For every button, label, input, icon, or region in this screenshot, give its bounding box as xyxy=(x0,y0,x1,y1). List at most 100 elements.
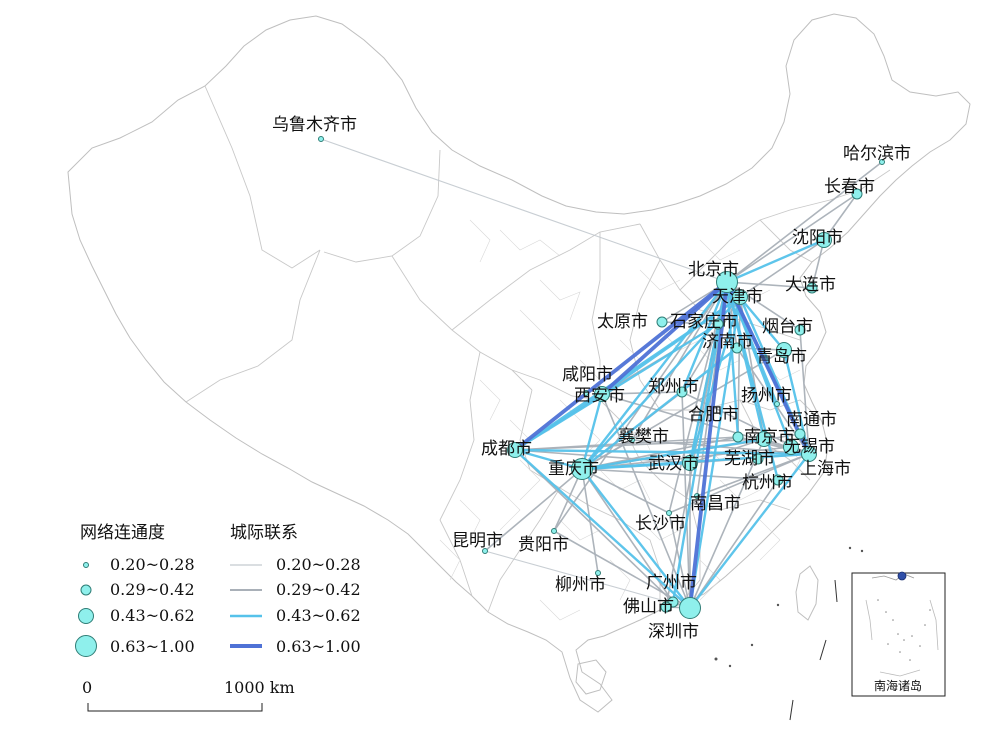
city-label-wuhu: 芜湖市 xyxy=(724,449,775,469)
link-qingdao-shanghai xyxy=(782,348,811,456)
link-harbin-beijing xyxy=(726,161,883,283)
city-label-harbin: 哈尔滨市 xyxy=(843,144,911,164)
scale-bar-start-label: 0 xyxy=(82,678,92,697)
link-nanjing-shenzhen xyxy=(689,438,765,609)
city-label-shijiazhuang: 石家庄市 xyxy=(670,312,738,332)
city-label-chengdu: 成都市 xyxy=(481,439,532,459)
city-label-yantai: 烟台市 xyxy=(762,317,813,337)
city-node-shijiazhuang xyxy=(712,318,724,330)
city-label-wuhan: 武汉市 xyxy=(648,454,699,474)
node-legend-symbol-3 xyxy=(78,608,94,624)
city-label-guangzhou: 广州市 xyxy=(646,573,697,593)
link-beijing-xiangyang xyxy=(631,281,728,441)
link-xian-chongqing xyxy=(580,392,604,471)
city-node-shenzhen xyxy=(679,597,701,619)
node-legend: 网络连通度 0.20~0.28 0.29~0.42 0.43~0.62 0.63… xyxy=(75,523,195,657)
city-node-qingdao xyxy=(776,342,792,358)
city-node-wuxi xyxy=(783,439,799,455)
link-chongqing-liuzhou xyxy=(581,468,599,574)
link-chengdu-shanghai xyxy=(513,448,811,456)
link-xian-shanghai xyxy=(601,393,810,455)
city-node-wuhan xyxy=(682,455,698,471)
hainan-outline xyxy=(575,659,607,695)
city-node-nanjing xyxy=(756,431,772,447)
link-chongqing-shenzhen xyxy=(580,467,692,610)
city-node-yangzhou xyxy=(774,401,780,407)
node-legend-label-4: 0.63~1.00 xyxy=(110,637,195,656)
link-legend-label-4: 0.63~1.00 xyxy=(276,637,361,656)
city-node-changsha xyxy=(666,510,672,516)
link-beijing-shenzhen xyxy=(688,280,729,610)
link-chongqing-changsha xyxy=(581,468,670,514)
nodes-layer xyxy=(318,136,885,619)
link-jinan-chongqing xyxy=(580,346,739,471)
city-node-hefei xyxy=(732,431,744,443)
city-label-xian: 西安市 xyxy=(574,386,625,406)
province-boundaries xyxy=(185,85,891,613)
city-label-shenzhen: 深圳市 xyxy=(648,622,699,642)
link-legend-label-3: 0.43~0.62 xyxy=(276,606,361,625)
link-beijing-wuhan xyxy=(688,280,729,465)
city-node-nantong xyxy=(794,428,806,440)
link-beijing-shanghai xyxy=(725,280,811,456)
city-label-changsha: 长沙市 xyxy=(635,514,686,534)
city-label-guiyang: 贵阳市 xyxy=(518,535,569,555)
basemap xyxy=(67,13,971,713)
node-legend-label-2: 0.29~0.42 xyxy=(110,580,195,599)
city-label-urumqi: 乌鲁木齐市 xyxy=(272,115,357,135)
node-legend-label-3: 0.43~0.62 xyxy=(110,606,195,625)
city-label-yangzhou: 扬州市 xyxy=(741,386,792,406)
link-tianjin-hefei xyxy=(737,296,741,438)
link-shanghai-shenzhen xyxy=(688,452,811,610)
link-beijing-guangzhou xyxy=(671,280,729,604)
node-legend-label-1: 0.20~0.28 xyxy=(110,555,195,574)
link-chengdu-chongqing xyxy=(513,448,584,471)
city-node-taiyuan xyxy=(656,316,668,328)
inset-label: 南海诸岛 xyxy=(874,678,922,693)
city-node-changchun xyxy=(851,188,863,200)
city-node-xian xyxy=(594,386,610,402)
city-label-zhengzhou: 郑州市 xyxy=(648,377,699,397)
south-china-sea-inset: 南海诸岛 xyxy=(851,571,946,697)
city-label-kunming: 昆明市 xyxy=(452,531,503,551)
link-beijing-chengdu xyxy=(513,280,729,452)
city-node-foshan xyxy=(660,601,672,613)
city-node-liuzhou xyxy=(595,570,601,576)
link-chengdu-shenzhen xyxy=(513,448,692,610)
scale-bar-end-label: 1000 km xyxy=(224,678,295,697)
city-node-jinan xyxy=(731,342,743,354)
link-tianjin-xian xyxy=(600,295,742,396)
city-label-liuzhou: 柳州市 xyxy=(555,575,606,595)
link-legend-label-1: 0.20~0.28 xyxy=(276,555,361,574)
city-node-dalian xyxy=(806,282,818,294)
scale-bar: 0 1000 km xyxy=(82,678,295,712)
link-shanghai-nanchang xyxy=(696,453,810,497)
city-node-nanchang xyxy=(694,493,700,499)
country-outline xyxy=(67,13,971,713)
labels-layer: 乌鲁木齐市哈尔滨市长春市沈阳市北京市天津市大连市太原市石家庄市烟台市济南市青岛市… xyxy=(272,115,911,642)
link-shanghai-changsha xyxy=(668,453,810,514)
city-label-foshan: 佛山市 xyxy=(623,597,674,617)
node-legend-symbol-4 xyxy=(75,635,97,657)
link-zhengzhou-shenzhen xyxy=(681,391,691,609)
link-urumqi-beijing xyxy=(320,138,728,283)
city-label-wuxi: 无锡市 xyxy=(784,437,835,457)
link-shenyang-beijing xyxy=(725,238,826,284)
city-node-yantai xyxy=(794,324,806,336)
city-node-kunming xyxy=(482,548,488,554)
city-label-hefei: 合肥市 xyxy=(688,405,739,425)
link-chongqing-guiyang xyxy=(553,468,583,532)
city-node-xianyang xyxy=(583,390,589,396)
city-node-urumqi xyxy=(318,136,324,142)
link-shenyang-tianjin xyxy=(739,239,825,298)
city-label-nanchang: 南昌市 xyxy=(690,494,741,514)
link-kunming-shenzhen xyxy=(484,550,691,609)
city-label-xiangyang: 襄樊市 xyxy=(618,426,669,447)
small-islands xyxy=(714,546,864,668)
city-node-guiyang xyxy=(551,528,557,534)
link-legend: 城际联系 0.20~0.28 0.29~0.42 0.43~0.62 0.63~… xyxy=(230,523,361,656)
link-legend-title: 城际联系 xyxy=(230,523,298,543)
city-node-shanghai xyxy=(801,446,817,462)
city-node-beijing xyxy=(716,271,738,293)
